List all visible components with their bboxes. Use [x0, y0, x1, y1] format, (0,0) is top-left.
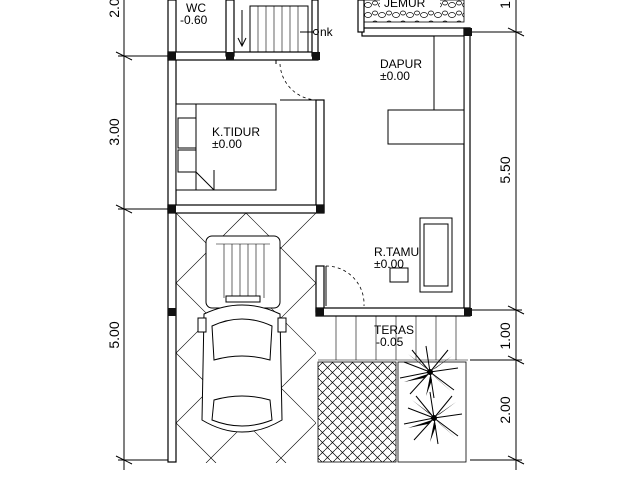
room-level-rtamu: ±0.00 — [374, 257, 404, 271]
room-level-wc: -0.60 — [180, 13, 208, 27]
room-label-ktidur: K.TIDUR — [212, 125, 260, 139]
dim-right-main: 5.50 — [497, 156, 513, 183]
dim-right-teras: 1.00 — [497, 322, 513, 349]
columns — [168, 28, 472, 316]
car — [197, 235, 287, 433]
dim-left-garage: 5.00 — [106, 321, 122, 348]
room-label-rtamu: R.TAMU — [374, 245, 419, 259]
kitchen-counter — [387, 35, 465, 145]
stairs — [237, 5, 319, 53]
paving-area — [317, 361, 397, 463]
plant-bottom — [403, 391, 463, 445]
jemur-label-bg — [380, 0, 440, 8]
right-dimension-line — [470, 0, 525, 470]
room-level-teras: -0.05 — [376, 335, 404, 349]
plant-top — [399, 345, 459, 399]
dim-left-top: 2.0 — [106, 0, 122, 18]
room-label-jemur: JEMUR — [384, 0, 426, 10]
door-swings — [275, 60, 365, 307]
stair-label: nk — [320, 25, 334, 39]
dim-right-garden: 2.00 — [497, 396, 513, 423]
teras-floor — [318, 316, 468, 361]
garden-bed — [397, 361, 467, 463]
left-dimension-line — [115, 0, 168, 470]
room-level-ktidur: ±0.00 — [212, 137, 242, 151]
dim-left-ktidur: 3.00 — [106, 118, 122, 145]
room-label-teras: TERAS — [374, 323, 414, 337]
dim-right-top: 1 — [497, 1, 513, 9]
sofa — [389, 217, 453, 293]
room-label-wc: WC — [186, 1, 206, 15]
room-label-dapur: DAPUR — [380, 57, 422, 71]
room-level-dapur: ±0.00 — [380, 69, 410, 83]
bed — [175, 103, 277, 191]
